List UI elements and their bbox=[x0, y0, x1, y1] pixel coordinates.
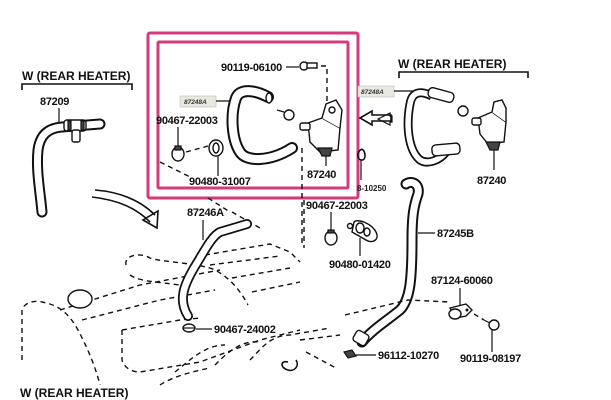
grommet-icon[interactable] bbox=[208, 139, 224, 157]
label-90119-06100[interactable]: 90119-06100 bbox=[221, 62, 282, 74]
label-87209[interactable]: 87209 bbox=[40, 96, 70, 108]
left-header: W (REAR HEATER) bbox=[22, 69, 130, 83]
hollow-arrow-icon bbox=[358, 109, 392, 127]
label-90467-22003-mid[interactable]: 90467-22003 bbox=[306, 200, 368, 212]
dash-clamp-grommet bbox=[185, 145, 209, 153]
label-87246a[interactable]: 87246A bbox=[187, 207, 224, 219]
right-valve-87240[interactable] bbox=[471, 99, 507, 151]
hose-87246a[interactable] bbox=[177, 219, 252, 321]
bracket-87124-icon[interactable] bbox=[448, 303, 473, 320]
label-87240[interactable]: 87240 bbox=[307, 169, 337, 181]
bottom-header: W (REAR HEATER) bbox=[20, 386, 128, 400]
right-label-87240[interactable]: 87240 bbox=[477, 175, 507, 187]
hose-87248a[interactable] bbox=[226, 85, 298, 165]
valve-87240[interactable] bbox=[299, 99, 343, 157]
label-96112-10270[interactable]: 96112-10270 bbox=[378, 350, 439, 362]
clip-icon[interactable] bbox=[357, 148, 366, 161]
bolt-08197-icon[interactable] bbox=[483, 319, 500, 331]
hose-clamp-10270-icon[interactable] bbox=[343, 349, 357, 359]
right-hose-87248a[interactable] bbox=[403, 87, 469, 167]
bracket-group: 87124-60060 90119-08197 bbox=[344, 275, 521, 365]
left-rear-heater-group: W (REAR HEATER) 87209 bbox=[21, 69, 133, 218]
engine-hose-87246a: 87246A 90467-24002 bbox=[177, 207, 276, 336]
dash-bolt-valve bbox=[321, 65, 328, 108]
clamp-icon[interactable] bbox=[171, 145, 185, 162]
right-header-bracket bbox=[398, 71, 529, 78]
dash-hose-bracket bbox=[344, 299, 451, 316]
right-label-87248a[interactable]: 87248A bbox=[361, 89, 384, 96]
left-header-bracket bbox=[21, 83, 133, 90]
clamp-24002-icon[interactable] bbox=[182, 323, 196, 333]
dash-box-out bbox=[207, 197, 231, 213]
highlighted-parts: 90119-06100 87248A bbox=[156, 61, 343, 245]
right-rear-heater-group: W (REAR HEATER) 87248A 87240 8-102 bbox=[357, 57, 529, 193]
dash-bracket-bolt bbox=[473, 313, 485, 321]
direction-arrow bbox=[91, 189, 159, 230]
label-90467-24002[interactable]: 90467-24002 bbox=[214, 324, 276, 336]
grommet-01420-icon[interactable] bbox=[346, 220, 378, 243]
engine-hose-87245b: 87245B 96112-10270 bbox=[343, 177, 474, 362]
hose-87245b[interactable] bbox=[352, 177, 424, 348]
label-90480-31007[interactable]: 90480-31007 bbox=[189, 176, 251, 188]
label-90467-22003[interactable]: 90467-22003 bbox=[156, 115, 218, 127]
right-header: W (REAR HEATER) bbox=[398, 57, 506, 71]
label-90480-01420[interactable]: 90480-01420 bbox=[329, 259, 391, 271]
label-87245b[interactable]: 87245B bbox=[437, 228, 474, 240]
cap-icon[interactable] bbox=[276, 109, 295, 121]
label-clip-10250[interactable]: 8-10250 bbox=[357, 184, 387, 193]
clamp-mid-icon[interactable] bbox=[324, 229, 338, 246]
bolt-icon[interactable] bbox=[299, 61, 318, 71]
label-87124-60060[interactable]: 87124-60060 bbox=[431, 275, 493, 287]
hose-87209[interactable] bbox=[32, 118, 106, 218]
dash-clamp-left bbox=[159, 161, 193, 179]
middle-parts: 90467-22003 90480-01420 bbox=[303, 200, 391, 271]
label-87248a[interactable]: 87248A bbox=[184, 99, 207, 106]
engine-outline bbox=[21, 211, 341, 386]
label-90119-08197[interactable]: 90119-08197 bbox=[460, 353, 521, 365]
highlight-frame bbox=[146, 31, 360, 200]
